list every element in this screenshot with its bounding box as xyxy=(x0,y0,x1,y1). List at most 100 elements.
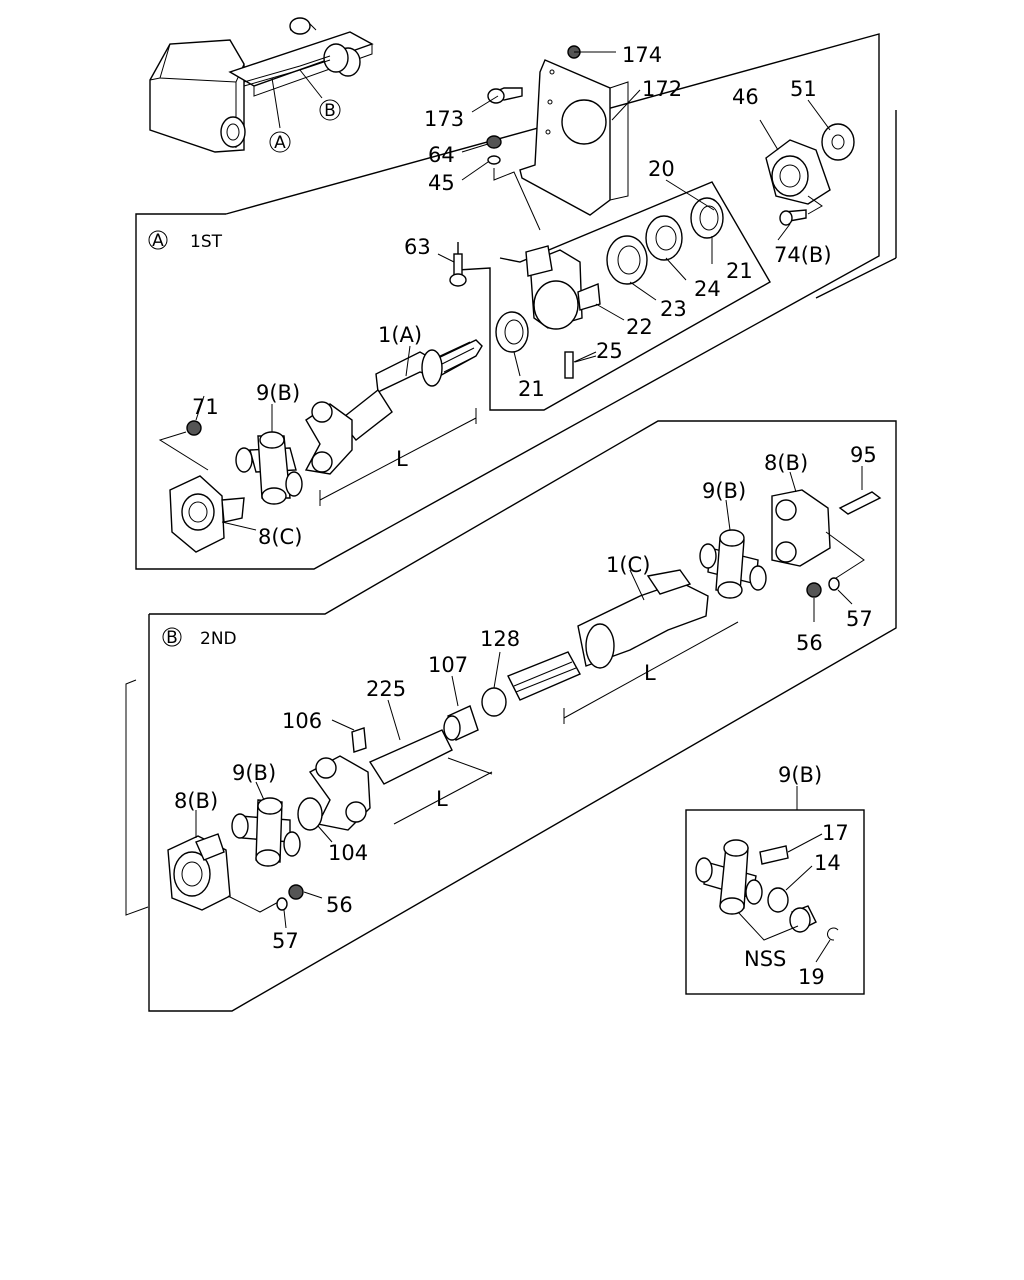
label-63: 63 xyxy=(404,235,431,259)
label-L-2: L xyxy=(644,661,656,685)
slip-yoke-1a xyxy=(304,401,353,475)
label-21-right: 21 xyxy=(726,259,753,283)
part-labels: 174 172 173 64 45 20 46 51 74(B) 63 21 2… xyxy=(174,43,877,989)
label-8c: 8(C) xyxy=(258,525,302,549)
label-9b-a: 9(B) xyxy=(256,381,300,405)
flange-yoke-8b-lower xyxy=(167,833,231,911)
universal-joint-9b-top xyxy=(699,529,767,599)
bolt-74b xyxy=(779,195,823,226)
label-9b-detail: 9(B) xyxy=(778,763,822,787)
label-8b-lower: 8(B) xyxy=(174,789,218,813)
sleeve-107 xyxy=(443,705,479,741)
label-L-3: L xyxy=(436,787,448,811)
grease-nipple-25 xyxy=(564,351,597,379)
label-71: 71 xyxy=(192,395,219,419)
label-25: 25 xyxy=(596,339,623,363)
section-b-frame xyxy=(125,420,897,1012)
grease-fitting-17 xyxy=(759,845,789,865)
bearing-cup-nss xyxy=(789,905,817,933)
bolt-173 xyxy=(487,87,523,104)
slip-yoke-225 xyxy=(308,755,371,831)
ujoint-detail-frame xyxy=(685,786,865,995)
universal-joint-9b-b xyxy=(231,797,301,867)
label-51: 51 xyxy=(790,77,817,101)
label-106: 106 xyxy=(282,709,322,733)
label-1a: 1(A) xyxy=(378,323,422,347)
label-20: 20 xyxy=(648,157,675,181)
nut-56-lower xyxy=(288,884,304,900)
label-9b-top: 9(B) xyxy=(702,479,746,503)
label-14: 14 xyxy=(814,851,841,875)
label-24: 24 xyxy=(694,277,721,301)
length-dimension-1 xyxy=(319,408,477,506)
center-bearing-bracket xyxy=(519,59,629,216)
label-nss: NSS xyxy=(744,947,786,971)
flange-yoke-8c xyxy=(169,475,245,553)
truck-callout-a: A xyxy=(269,131,291,153)
svg-text:A: A xyxy=(274,133,286,153)
truck-callout-b: B xyxy=(319,99,341,121)
label-57-top: 57 xyxy=(846,607,873,631)
washer-57-lower xyxy=(276,897,288,911)
nut-71 xyxy=(186,420,202,436)
section-a-label: 1ST xyxy=(190,232,223,252)
label-107: 107 xyxy=(428,653,468,677)
universal-joint-9b-a xyxy=(235,431,303,505)
label-56-lower: 56 xyxy=(326,893,353,917)
section-a-frame xyxy=(135,33,897,570)
ring-128 xyxy=(481,687,507,717)
nut-64 xyxy=(486,135,502,149)
label-104: 104 xyxy=(328,841,368,865)
section-b-marker: B xyxy=(166,628,178,648)
label-225: 225 xyxy=(366,677,406,701)
leader-lines xyxy=(195,51,863,963)
companion-flange-46 xyxy=(765,139,831,205)
truck-illustration xyxy=(149,17,374,153)
plug-104 xyxy=(297,797,323,831)
bearing-23 xyxy=(606,235,648,285)
label-173: 173 xyxy=(424,107,464,131)
washer-57-top xyxy=(828,577,840,591)
spline-shaft xyxy=(368,651,581,785)
label-L-1: L xyxy=(396,447,408,471)
label-56-top: 56 xyxy=(796,631,823,655)
label-8b-top: 8(B) xyxy=(764,451,808,475)
label-128: 128 xyxy=(480,627,520,651)
length-dimension-3 xyxy=(393,757,493,825)
nut-56-top xyxy=(806,582,822,598)
label-74b: 74(B) xyxy=(774,243,832,267)
label-9b-b: 9(B) xyxy=(232,761,276,785)
label-57-lower: 57 xyxy=(272,929,299,953)
grease-nipple-106 xyxy=(351,727,367,753)
section-b-label: 2ND xyxy=(200,629,237,649)
nut-51 xyxy=(821,123,855,161)
spacer-24 xyxy=(645,215,683,261)
label-21-left: 21 xyxy=(518,377,545,401)
label-45: 45 xyxy=(428,171,455,195)
label-23: 23 xyxy=(660,297,687,321)
propeller-shaft-1c xyxy=(577,569,709,669)
ujoint-detail-spider xyxy=(695,839,763,915)
label-19: 19 xyxy=(798,965,825,989)
label-172: 172 xyxy=(642,77,682,101)
oil-seal-21-left xyxy=(495,311,529,353)
washer-45 xyxy=(487,155,501,165)
label-22: 22 xyxy=(626,315,653,339)
label-46: 46 xyxy=(732,85,759,109)
bolt-63 xyxy=(449,253,467,287)
oil-seal-21-right xyxy=(690,197,724,239)
snap-ring-19 xyxy=(827,927,839,941)
center-bearing-22 xyxy=(525,245,601,330)
label-174: 174 xyxy=(622,43,662,67)
length-dimension-2 xyxy=(563,621,739,724)
section-b-title: B 2ND xyxy=(162,627,237,649)
parts-group-20-frame xyxy=(457,181,771,411)
section-a-marker: A xyxy=(152,231,164,251)
propeller-shaft-1a xyxy=(339,339,483,441)
label-95: 95 xyxy=(850,443,877,467)
seal-14 xyxy=(767,887,789,913)
label-17: 17 xyxy=(822,821,849,845)
label-1c: 1(C) xyxy=(606,553,650,577)
flange-yoke-8b-top xyxy=(771,489,831,567)
